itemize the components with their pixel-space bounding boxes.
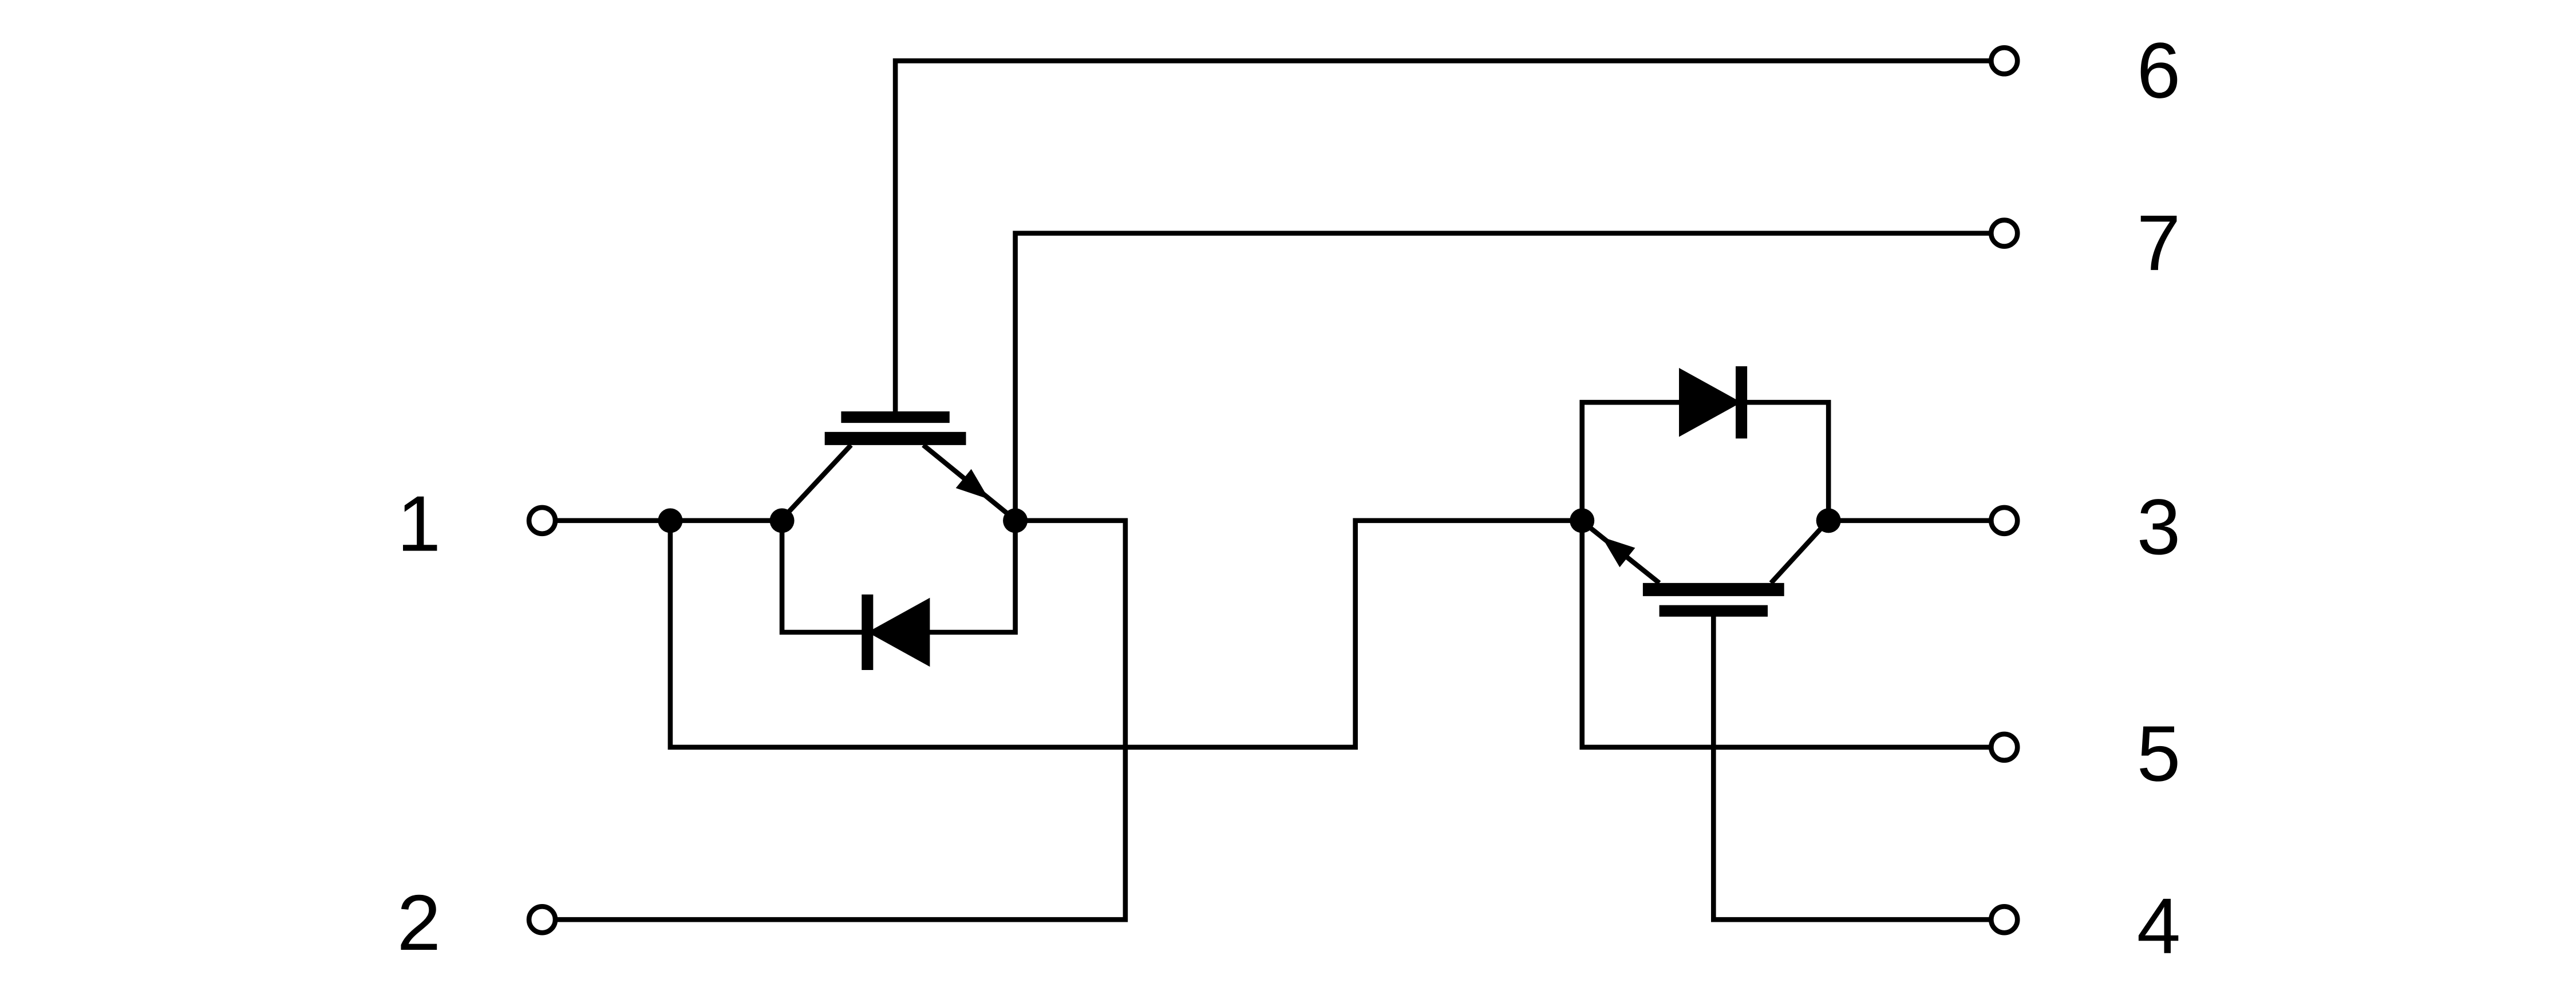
pin-label-7: 7 xyxy=(2137,199,2181,287)
junction-left-emitter xyxy=(1003,508,1028,533)
wire-pin1-node-to-right-emitter xyxy=(667,518,1582,750)
wire-right-gate-to-pin4 xyxy=(1710,612,1992,922)
terminal-pin1 xyxy=(526,505,558,537)
wire-left-emitter-to-pin2 xyxy=(555,518,1128,922)
junction-left-collector xyxy=(769,508,795,533)
junction-right-collector xyxy=(1816,508,1841,533)
igbt-right-collector-lead xyxy=(1769,522,1827,585)
pin-label-2: 2 xyxy=(397,879,441,967)
igbt-right-emitter-arrow-icon xyxy=(1602,537,1635,568)
pin-label-1: 1 xyxy=(397,480,441,568)
terminal-pin2 xyxy=(526,903,558,936)
diode-right-triangle-icon xyxy=(1679,367,1742,437)
terminal-pin3 xyxy=(1989,505,2020,537)
pin-label-6: 6 xyxy=(2137,27,2181,115)
terminal-pin7 xyxy=(1989,217,2020,249)
igbt-left-emitter-arrow-icon xyxy=(955,469,989,500)
wire-right-emitter-to-pin5 xyxy=(1579,520,1992,750)
terminal-pin5 xyxy=(1989,731,2020,763)
igbt-left-collector-lead xyxy=(781,443,853,520)
pin-label-5: 5 xyxy=(2137,709,2181,798)
wire-pin7-to-left-emitter xyxy=(1013,231,1992,521)
pin-label-4: 4 xyxy=(2137,882,2181,970)
terminal-pin4 xyxy=(1989,903,2020,936)
junction-pin1-branch xyxy=(658,508,683,533)
terminal-pin6 xyxy=(1989,45,2020,77)
junction-right-emitter xyxy=(1570,508,1595,533)
pin-label-3: 3 xyxy=(2137,483,2181,571)
wire-pin6-to-left-gate xyxy=(892,58,1992,413)
diode-left-triangle-icon xyxy=(867,597,930,667)
